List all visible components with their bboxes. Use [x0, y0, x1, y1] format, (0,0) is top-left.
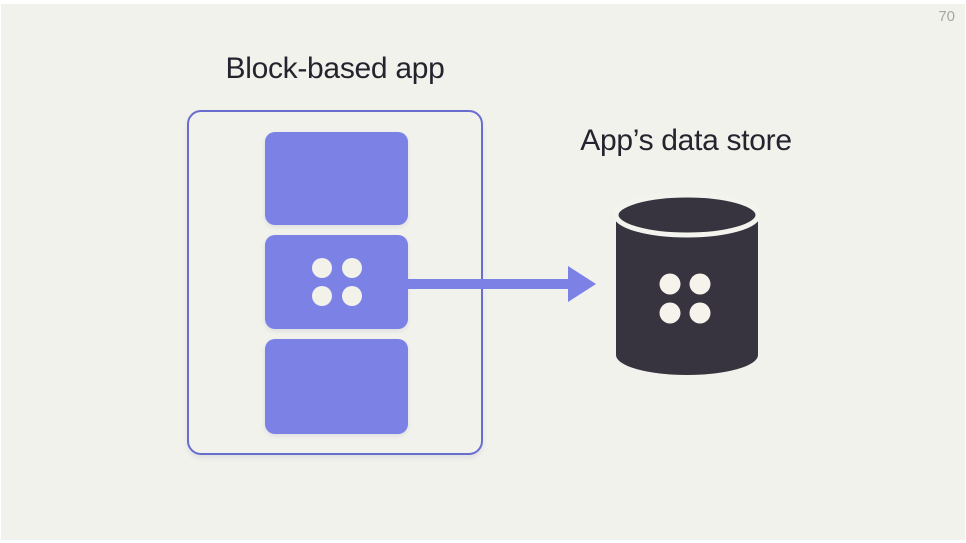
- app-outline-box: [187, 110, 483, 455]
- slide-edge: [0, 540, 966, 543]
- app-block: [265, 339, 408, 434]
- arrow-right-icon: [406, 266, 596, 302]
- page-number: 70: [938, 8, 955, 25]
- app-block: [265, 235, 408, 329]
- dot: [341, 258, 362, 278]
- slide-edge: [0, 0, 966, 4]
- app-block: [265, 132, 408, 225]
- app-title: Block-based app: [225, 52, 445, 85]
- dot: [311, 286, 332, 306]
- dot: [311, 258, 332, 278]
- database-cylinder-icon: [613, 192, 761, 375]
- slide-edge: [0, 0, 1, 543]
- dot: [341, 286, 362, 306]
- dots-icon: [311, 258, 362, 306]
- data-store-label: App’s data store: [580, 124, 792, 157]
